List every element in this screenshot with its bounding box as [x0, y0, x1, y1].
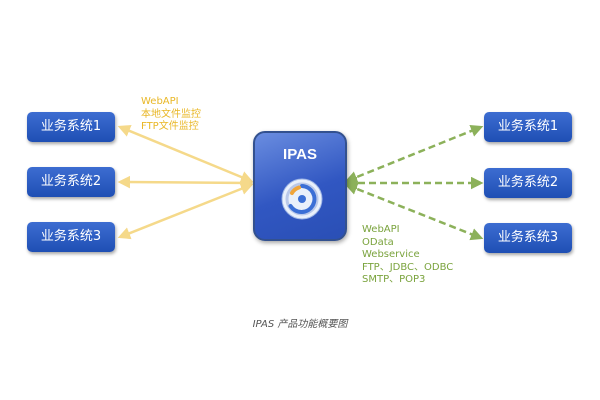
right-arrow-3: [344, 182, 484, 241]
right-protocol-list: WebAPI OData Webservice FTP、JDBC、ODBC SM…: [362, 224, 453, 287]
right-arrow-1: [344, 124, 484, 184]
right-protocol-item: OData: [362, 236, 394, 248]
right-system-3: 业务系统3: [484, 223, 572, 253]
ipas-box: IPAS: [253, 131, 347, 241]
left-arrow-3: [117, 182, 254, 240]
left-protocol-item: 本地文件监控: [141, 108, 201, 120]
left-arrow-1: [117, 125, 254, 183]
right-protocol-item: WebAPI: [362, 224, 400, 235]
left-system-3: 业务系统3: [27, 222, 115, 252]
right-system-2: 业务系统2: [484, 168, 572, 198]
ipas-logo-icon: [281, 178, 323, 220]
left-protocol-list: WebAPI 本地文件监控 FTP文件监控: [141, 96, 201, 134]
right-protocol-item: Webservice: [362, 249, 420, 260]
left-system-2: 业务系统2: [27, 167, 115, 197]
right-protocol-item: FTP、JDBC、ODBC: [362, 261, 454, 273]
left-protocol-item: FTP文件监控: [141, 121, 199, 132]
left-system-1: 业务系统1: [27, 112, 115, 142]
right-protocol-item: SMTP、POP3: [362, 274, 426, 285]
right-system-1: 业务系统1: [484, 112, 572, 142]
ipas-title: IPAS: [283, 146, 317, 163]
figure-caption: IPAS 产品功能概要图: [252, 319, 348, 330]
left-arrow-2: [117, 175, 254, 190]
left-protocol-item: WebAPI: [141, 96, 179, 107]
